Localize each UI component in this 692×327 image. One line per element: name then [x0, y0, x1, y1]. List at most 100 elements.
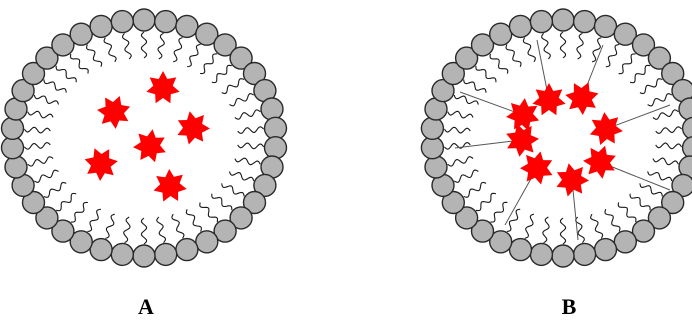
lipid-tail-icon: [105, 214, 114, 238]
lipid-tail-icon: [44, 183, 66, 198]
lipid-tail-icon: [28, 157, 53, 166]
lipid-tail-icon: [464, 80, 486, 93]
lipid-tail-icon: [238, 127, 264, 134]
lipid-head-icon: [683, 117, 692, 139]
lipid-tail-icon: [87, 45, 102, 67]
lipid-tail-icon: [648, 94, 672, 106]
lipid-tail-icon: [476, 193, 496, 210]
lipid-tails: [444, 32, 681, 244]
lipid-tail-icon: [577, 33, 583, 59]
lipid-tail-icon: [560, 32, 565, 58]
drug-molecule-icon: [154, 169, 187, 202]
lipid-tail-icon: [640, 79, 662, 94]
lipid-head-icon: [595, 15, 617, 37]
lipid-tail-icon: [158, 33, 164, 59]
lipid-head-icon: [133, 9, 155, 31]
lipid-tail-icon: [187, 45, 201, 67]
lipid-head-icon: [574, 11, 596, 33]
lipid-tail-icon: [606, 45, 619, 67]
panel-label-b: B: [549, 294, 589, 320]
lipid-tail-icon: [28, 111, 53, 118]
linkers: [455, 40, 670, 240]
drug-molecule-icon: [532, 83, 565, 115]
lipid-head-icon: [552, 9, 574, 31]
lipid-head-icon: [133, 245, 155, 267]
lipid-tail-icon: [24, 127, 50, 133]
lipid-head-icon: [111, 11, 133, 33]
lipid-tail-icon: [506, 45, 521, 67]
lipid-head-icon: [90, 15, 112, 37]
lipid-heads: [421, 9, 692, 267]
lipid-tail-icon: [56, 66, 76, 83]
lipid-tail-icon: [173, 38, 182, 62]
lipid-tail-icon: [653, 158, 678, 165]
lipid-tail-icon: [454, 95, 478, 105]
drug-molecule-icon: [565, 82, 598, 115]
lipid-tail-icon: [525, 214, 534, 238]
lipid-head-icon: [111, 243, 133, 265]
lipid-tail-icon: [653, 110, 678, 119]
lipid-tail-icon: [656, 143, 682, 149]
liposome-panel-a: [2, 9, 287, 267]
lipid-tail-icon: [44, 80, 66, 93]
drug-molecule-icon: [97, 96, 130, 129]
lipid-tail-icon: [648, 171, 672, 181]
lipid-head-icon: [70, 23, 92, 45]
lipid-tail-icon: [235, 158, 260, 165]
lipid-tail-icon: [200, 203, 218, 223]
lipid-head-icon: [176, 15, 198, 37]
drug-molecule-icon: [133, 129, 166, 162]
lipid-tail-icon: [157, 217, 166, 243]
lipid-tail-icon: [222, 79, 244, 94]
lipid-tail-icon: [212, 65, 232, 82]
lipid-head-icon: [595, 239, 617, 261]
lipid-head-icon: [614, 231, 636, 253]
lipid-tail-icon: [186, 209, 201, 231]
lipid-tail-icon: [630, 194, 650, 211]
lipid-tail-icon: [507, 209, 520, 231]
lipid-head-icon: [196, 231, 218, 253]
lipid-tail-icon: [71, 54, 89, 74]
lipid-head-icon: [2, 117, 24, 139]
lipid-head-icon: [265, 137, 287, 159]
lipid-head-icon: [552, 245, 574, 267]
lipid-tail-icon: [34, 170, 58, 182]
lipid-head-icon: [155, 243, 177, 265]
lipid-tail-icon: [560, 218, 565, 244]
lipid-head-icon: [510, 239, 532, 261]
lipid-head-icon: [90, 239, 112, 261]
lipid-head-icon: [176, 239, 198, 261]
drug-molecule-icon: [583, 146, 616, 179]
lipid-head-icon: [510, 15, 532, 37]
panel-label-a: A: [126, 294, 166, 320]
lipid-tail-icon: [212, 194, 232, 211]
drug-molecule-icon: [85, 148, 118, 181]
drug-molecule-icon: [520, 151, 553, 184]
lipid-tail-icon: [444, 127, 470, 133]
drug-molecule-icon: [506, 124, 539, 157]
lipid-head-icon: [574, 243, 596, 265]
lipid-tail-icon: [123, 33, 132, 59]
lipid-tail-icon: [490, 202, 507, 222]
lipid-tail-icon: [656, 127, 682, 134]
lipid-head-icon: [421, 117, 443, 139]
lipid-tail-icon: [448, 157, 473, 166]
lipid-tail-icon: [464, 182, 486, 197]
lipid-tail-icon: [222, 183, 244, 196]
lipid-tail-icon: [235, 110, 260, 119]
lipid-tail-icon: [591, 214, 603, 238]
lipid-tail-icon: [200, 54, 217, 74]
liposome-panel-b: [421, 9, 692, 267]
lipid-tail-icon: [141, 218, 146, 244]
drug-molecule-icon: [146, 71, 179, 103]
lipid-tail-icon: [238, 143, 264, 149]
lipid-tail-icon: [141, 32, 146, 58]
lipid-head-icon: [261, 98, 283, 120]
lipid-head-icon: [155, 11, 177, 33]
lipid-tail-icon: [124, 217, 130, 243]
lipid-tail-icon: [448, 111, 473, 118]
lipid-head-icon: [5, 156, 27, 178]
lipid-tail-icon: [619, 54, 636, 74]
